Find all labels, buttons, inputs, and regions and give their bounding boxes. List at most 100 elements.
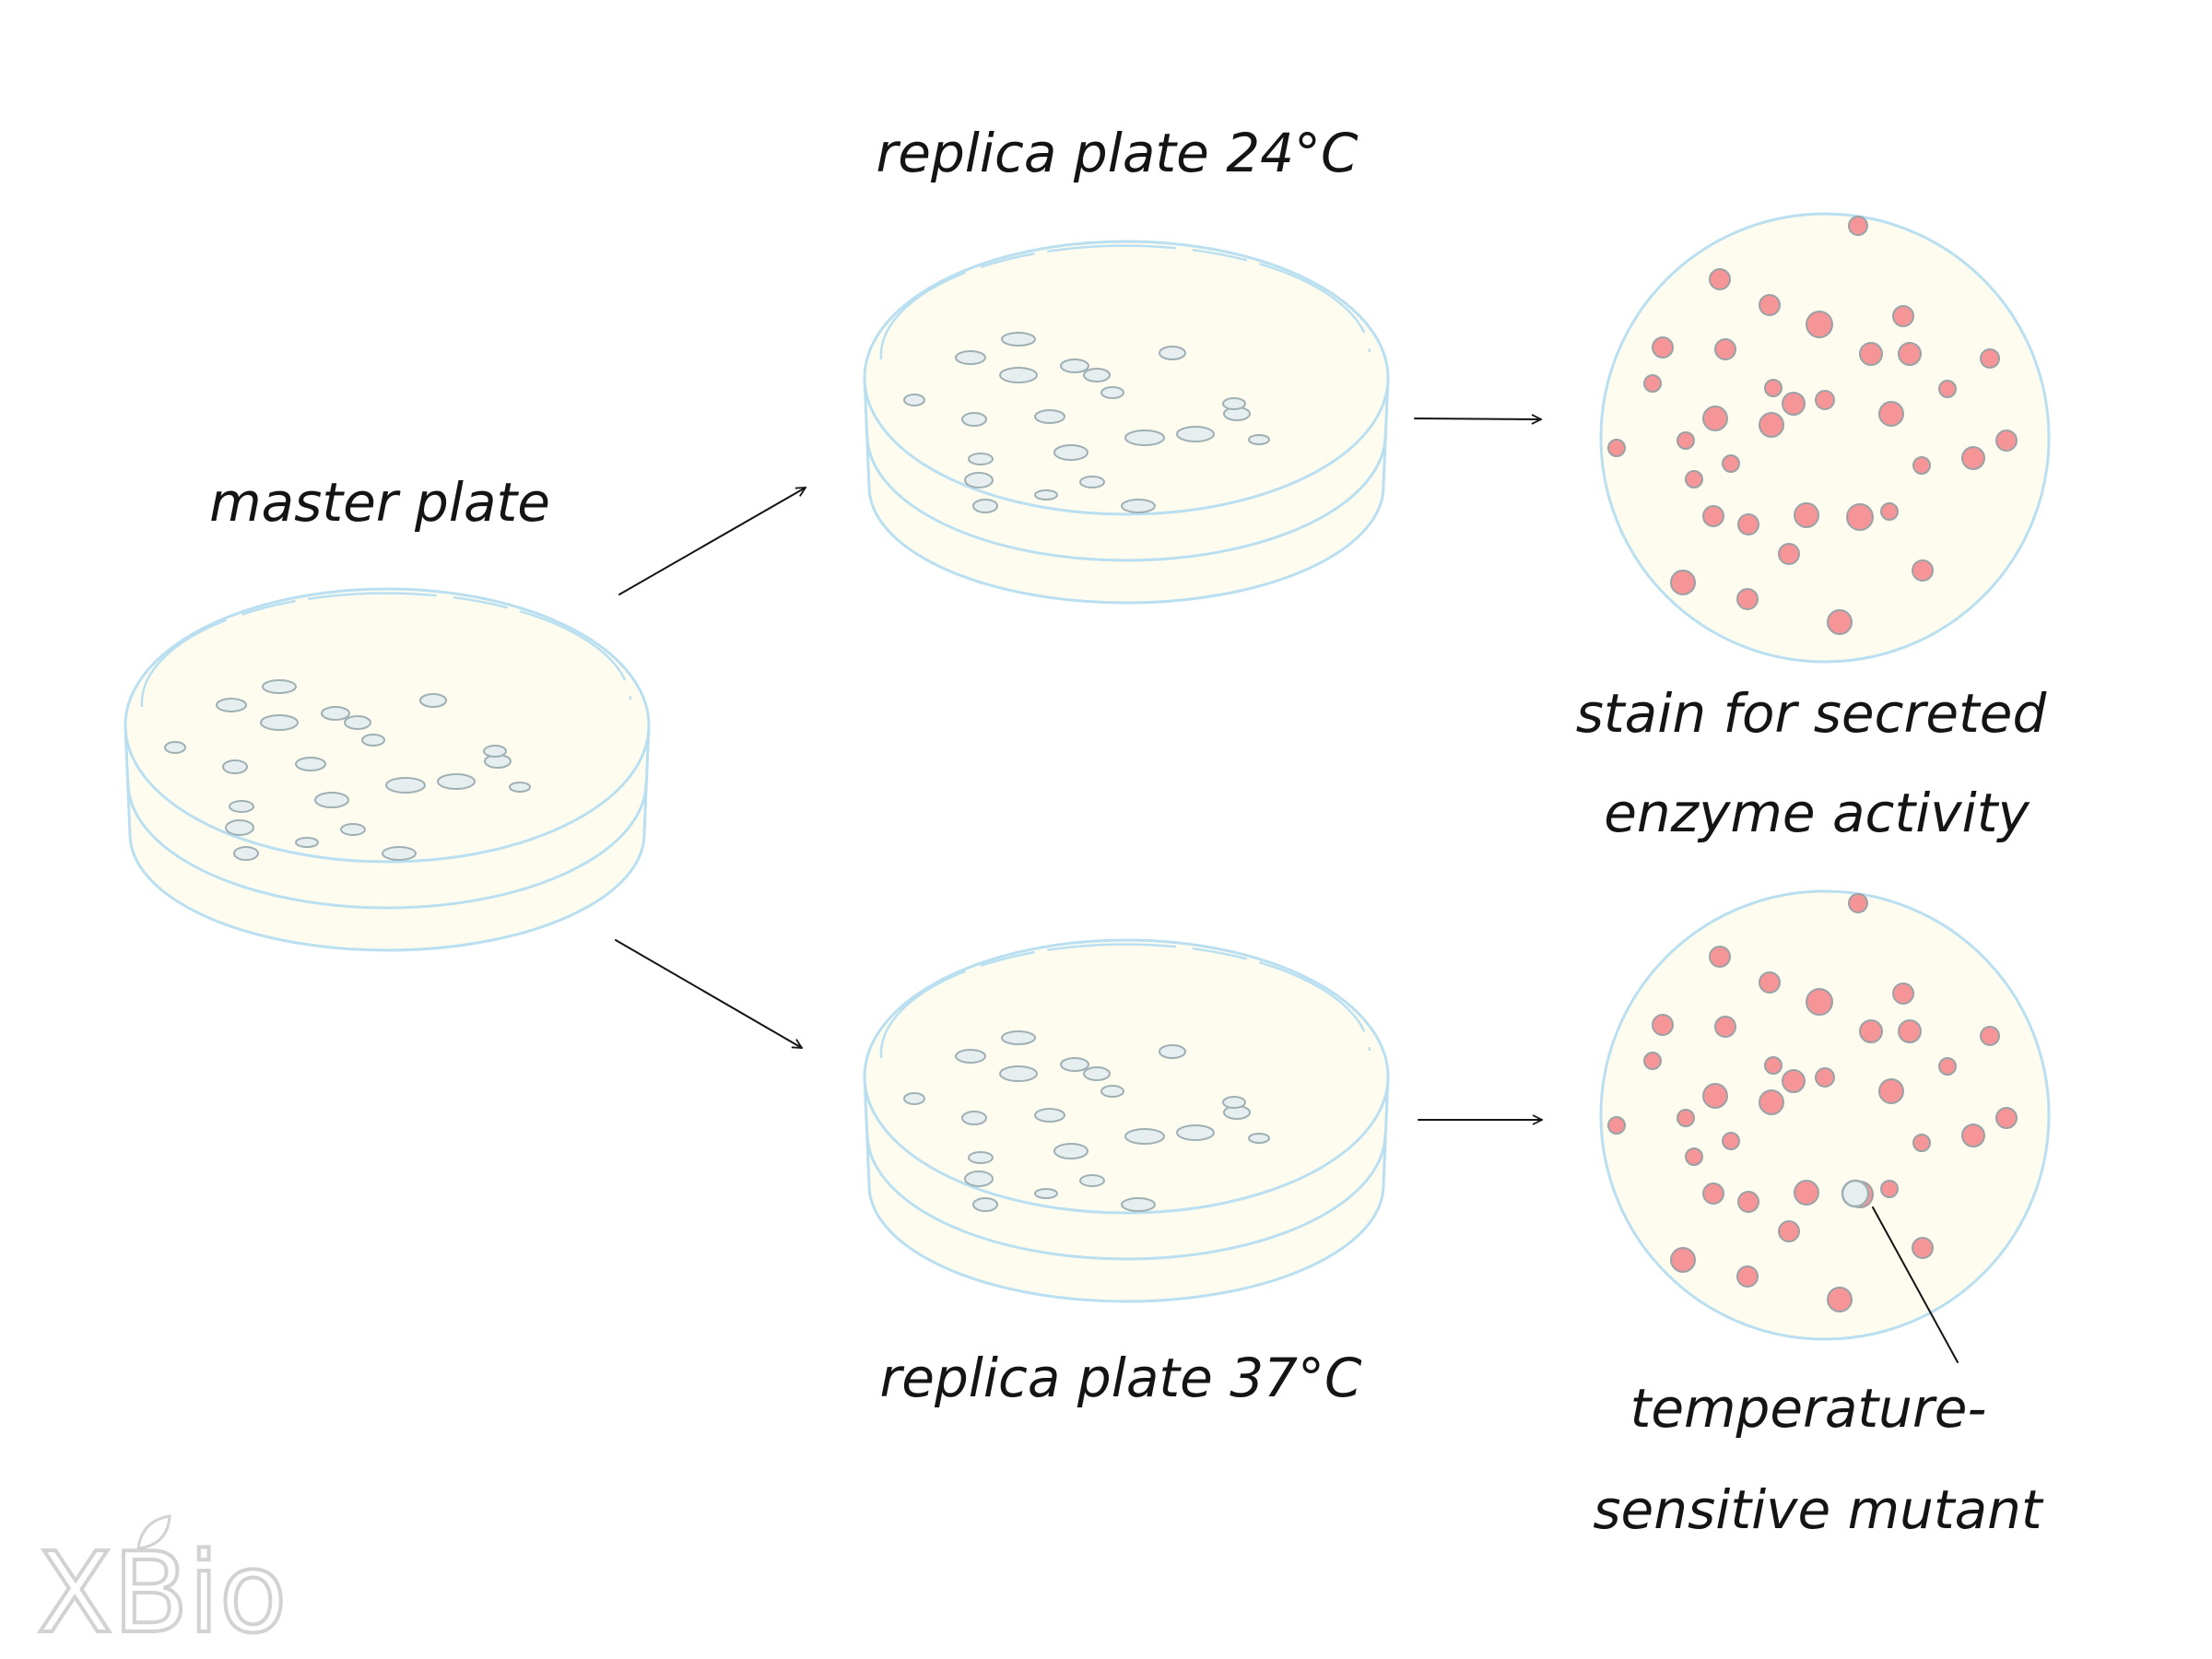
stained-colony (1815, 390, 1835, 410)
colony (1053, 1143, 1088, 1159)
colony (216, 698, 247, 712)
mutant-leader-line (1872, 1206, 1959, 1363)
stained-colony (1980, 348, 2000, 369)
colony (1159, 1044, 1186, 1059)
colony (314, 792, 349, 808)
stained-colony (1846, 503, 1874, 531)
colony (1053, 444, 1088, 461)
colony (229, 800, 254, 813)
stained-colony (1827, 609, 1853, 635)
stained-colony (1778, 543, 1800, 565)
colony (961, 1111, 987, 1125)
stained-colony (1643, 1052, 1662, 1070)
colony (972, 499, 998, 513)
colony (1083, 368, 1111, 382)
dish-top (863, 938, 1390, 1215)
stained-colony (1670, 1247, 1696, 1273)
stained-colony (1759, 412, 1784, 438)
colony (260, 714, 299, 731)
replica-plate-24c (863, 240, 1390, 605)
stained-colony (1995, 1107, 2018, 1129)
dish-top (863, 240, 1390, 516)
stained-colony (1709, 268, 1731, 290)
label-master-plate: master plate (209, 471, 550, 534)
stained-colony (1782, 392, 1806, 416)
arrow-master-to-24c (618, 488, 806, 595)
colony (1100, 386, 1124, 399)
stained-colony (1677, 431, 1695, 450)
stained-colony (1912, 559, 1934, 582)
stained-plate-24c (1599, 212, 2051, 664)
label-mutant-line1: temperature- (1630, 1377, 1987, 1440)
stained-colony (1782, 1069, 1806, 1093)
stained-colony (1764, 379, 1783, 397)
dish-base-line (865, 1133, 1387, 1261)
stained-colony (1607, 1116, 1626, 1135)
arrows (615, 418, 1543, 1120)
colony (964, 472, 994, 488)
stained-colony (1794, 502, 1819, 528)
stained-colony (1898, 1019, 1922, 1043)
stained-colony (1961, 446, 1985, 470)
colony (1222, 1096, 1246, 1109)
colony (903, 394, 925, 406)
colony (1176, 1124, 1215, 1141)
stained-plate-37c (1599, 889, 2051, 1341)
xbio-logo: XBio (35, 1514, 288, 1659)
stained-colony (1806, 311, 1833, 338)
replica-plate-37c (863, 938, 1390, 1303)
stained-colony (1778, 1220, 1800, 1242)
colony (999, 1065, 1038, 1082)
colony (968, 1151, 994, 1164)
stained-colony (1709, 946, 1731, 968)
colony (483, 745, 507, 758)
stained-colony (1938, 380, 1957, 398)
stained-colony (1995, 429, 2018, 452)
stained-colony (1737, 513, 1759, 535)
label-mutant-line2: sensitive mutant (1593, 1478, 2044, 1541)
stained-colony (1880, 502, 1899, 521)
stained-colony (1722, 1132, 1740, 1150)
stained-colony (1848, 893, 1868, 913)
colony (321, 706, 350, 721)
colony (1060, 359, 1089, 373)
arrow-24c-to-stain (1414, 418, 1541, 419)
label-replica-24c: replica plate 24°C (876, 122, 1359, 184)
colony (437, 773, 476, 790)
colony (955, 350, 986, 365)
logo-text: XBio (37, 1530, 287, 1658)
colony (385, 777, 426, 794)
stained-colony (1859, 342, 1883, 366)
stained-colony (1652, 1014, 1674, 1036)
colony (1083, 1066, 1111, 1081)
colony (1034, 489, 1058, 500)
colony (972, 1197, 998, 1212)
stained-colony (1652, 336, 1674, 359)
colony (1079, 476, 1105, 488)
stained-colony (1677, 1109, 1695, 1127)
stained-colony (1702, 1083, 1728, 1109)
stained-colony (1794, 1180, 1819, 1206)
label-stain-line1: stain for secreted (1576, 682, 2048, 745)
colony (222, 759, 248, 774)
colony (1124, 429, 1165, 446)
dish-inner-rim (140, 592, 632, 708)
master-plate (124, 587, 651, 952)
stained-colony (1702, 406, 1728, 431)
stained-colony (1892, 305, 1914, 327)
colony (295, 757, 326, 771)
label-stain-line2: enzyme activity (1604, 782, 2030, 844)
colony (1034, 1188, 1058, 1199)
colony (1121, 499, 1156, 513)
dish-inner-rim (879, 943, 1371, 1059)
colony (1001, 332, 1036, 347)
colony (1034, 409, 1065, 424)
dish-top (124, 587, 651, 864)
colony (1060, 1057, 1089, 1072)
colony (225, 819, 254, 836)
stained-colony (1759, 1089, 1784, 1115)
colony (1124, 1128, 1165, 1145)
colony (262, 679, 297, 694)
stained-colony (1938, 1057, 1957, 1076)
colony (955, 1049, 986, 1064)
